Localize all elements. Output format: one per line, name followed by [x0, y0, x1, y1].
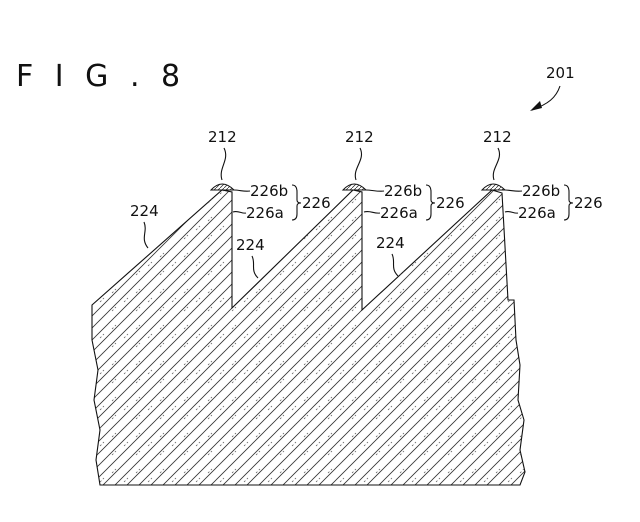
lower-label-3: 226a	[518, 204, 556, 222]
surface-leader-1	[143, 221, 149, 249]
assembly-label: 201	[546, 64, 575, 82]
upper-leader-3	[504, 189, 523, 192]
cap-leader-3	[492, 147, 500, 181]
lower-leader-3	[504, 210, 519, 214]
cap-label-3: 212	[483, 128, 512, 146]
ridge-cap-1	[209, 183, 236, 191]
sawtooth-body	[91, 189, 526, 486]
upper-label-1: 226b	[250, 182, 288, 200]
lower-label-2: 226a	[380, 204, 418, 222]
upper-leader-2	[365, 189, 385, 192]
cap-label-2: 212	[345, 128, 374, 146]
cap-label-1: 212	[208, 128, 237, 146]
group-label-3: 226	[574, 194, 603, 212]
surface-label-1: 224	[130, 202, 159, 220]
cap-leader-2	[354, 147, 362, 181]
surface-label-3: 224	[376, 234, 405, 252]
brace-3	[563, 184, 574, 221]
upper-label-3: 226b	[522, 182, 560, 200]
figure-title: F I G . 8	[16, 59, 186, 94]
ridge-cap-2	[341, 183, 368, 191]
brace-2	[425, 184, 436, 221]
surface-label-2: 224	[236, 236, 265, 254]
surface-leader-3	[391, 253, 399, 277]
upper-leader-1	[233, 189, 251, 192]
assembly-arrow-head	[530, 101, 542, 111]
lower-leader-2	[363, 210, 381, 214]
cap-leader-1	[220, 147, 227, 181]
surface-leader-2	[251, 255, 259, 279]
body-dash-overlay	[92, 190, 525, 485]
group-label-1: 226	[302, 194, 331, 212]
upper-label-2: 226b	[384, 182, 422, 200]
ridge-cap-3	[480, 183, 507, 191]
lower-leader-1	[232, 210, 247, 214]
group-label-2: 226	[436, 194, 465, 212]
brace-1	[291, 184, 302, 221]
lower-label-1: 226a	[246, 204, 284, 222]
